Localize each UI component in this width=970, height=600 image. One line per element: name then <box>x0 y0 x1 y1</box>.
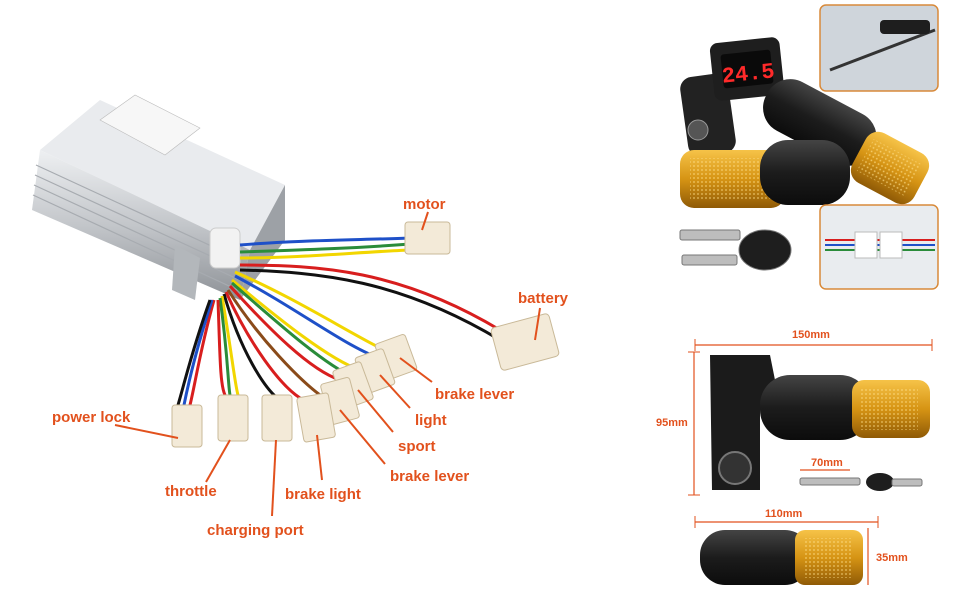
label-power-lock: power lock <box>52 409 131 426</box>
label-sport: sport <box>398 438 436 455</box>
label-charging-port: charging port <box>207 522 304 539</box>
throttle-connector <box>217 394 249 442</box>
label-brake-lever-top: brake lever <box>435 386 515 403</box>
grip-dimension-diagram <box>694 516 879 585</box>
throttle-photo: 24.5 <box>679 4 939 290</box>
throttle-dimension-diagram <box>688 339 933 496</box>
label-battery: battery <box>518 290 569 307</box>
dim-key-length: 70mm <box>811 457 843 469</box>
dim-grip-diameter: 35mm <box>876 552 908 564</box>
inset-photo-bike <box>819 4 939 92</box>
label-light: light <box>415 412 447 429</box>
dim-throttle-height: 95mm <box>656 417 688 429</box>
label-motor: motor <box>403 196 446 213</box>
wire-harness <box>176 236 501 406</box>
motor-connector <box>404 221 451 255</box>
battery-connector <box>490 313 560 371</box>
dim-throttle-length: 150mm <box>792 329 830 341</box>
dim-grip-length: 110mm <box>765 508 803 520</box>
brake-light-connector <box>296 392 336 443</box>
label-brake-lever-bottom: brake lever <box>390 468 470 485</box>
charging-port-connector <box>261 394 293 442</box>
keys <box>679 229 792 271</box>
power-lock-connector <box>171 404 203 448</box>
label-brake-light: brake light <box>285 486 361 503</box>
leader-lines <box>114 211 541 517</box>
inset-photo-connectors <box>819 204 939 290</box>
label-throttle: throttle <box>165 483 217 500</box>
connectors <box>171 221 560 448</box>
digital-voltage-display: 24.5 <box>721 59 776 89</box>
